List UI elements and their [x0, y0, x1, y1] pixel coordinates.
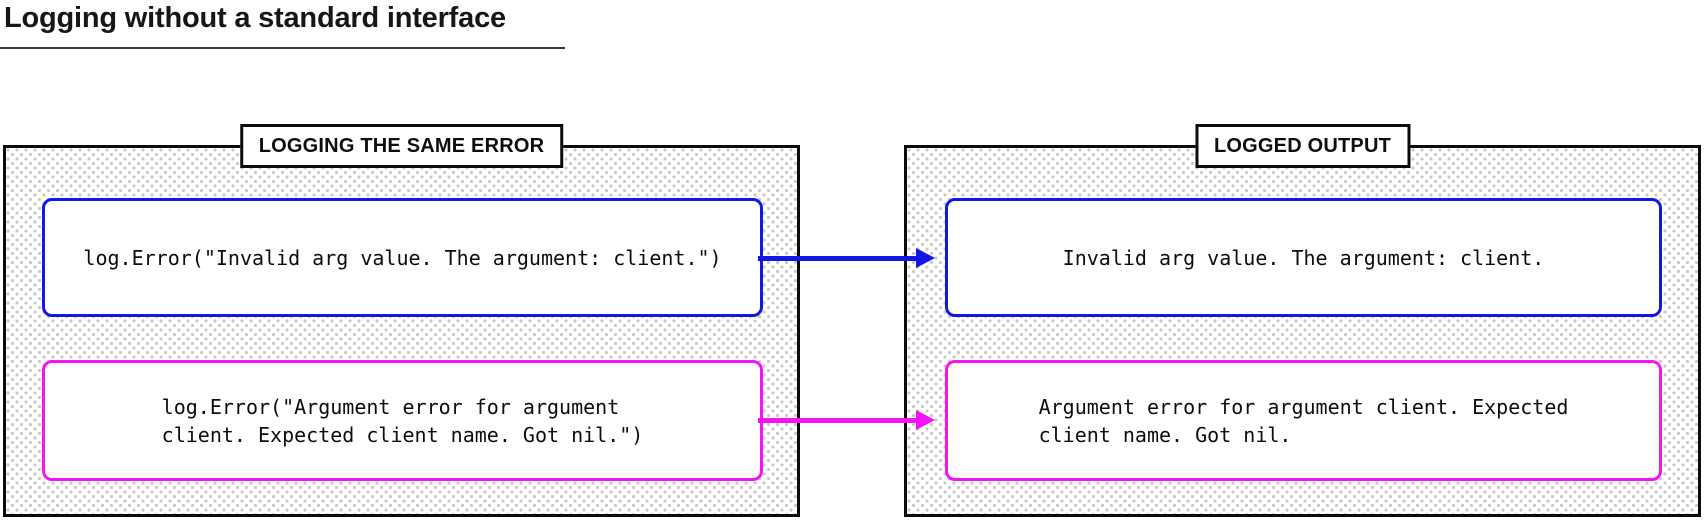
panel-left-title-badge: LOGGING THE SAME ERROR [239, 124, 564, 168]
output-text-invalid-arg: Invalid arg value. The argument: client. [1062, 245, 1545, 270]
output-box-invalid-arg: Invalid arg value. The argument: client. [945, 198, 1662, 317]
output-text-argument-error: Argument error for argument client. Expe… [1038, 394, 1569, 447]
blue-arrow-connector [758, 248, 935, 269]
code-box-invalid-arg: log.Error("Invalid arg value. The argume… [42, 198, 763, 317]
magenta-arrow-connector [758, 410, 935, 431]
panel-right-title-badge: LOGGED OUTPUT [1194, 124, 1411, 168]
arrow-right-icon [916, 410, 935, 430]
page-title: Logging without a standard interface [4, 2, 506, 34]
panel-logging-same-error: LOGGING THE SAME ERROR log.Error("Invali… [3, 124, 800, 517]
code-text-invalid-arg: log.Error("Invalid arg value. The argume… [83, 245, 722, 270]
code-text-argument-error: log.Error("Argument error for argument c… [161, 394, 644, 447]
panel-logged-output: LOGGED OUTPUT Invalid arg value. The arg… [904, 124, 1701, 517]
blue-arrow-shaft [758, 256, 918, 261]
output-box-argument-error: Argument error for argument client. Expe… [945, 360, 1662, 481]
magenta-arrow-shaft [758, 418, 918, 423]
title-underline [0, 47, 565, 49]
arrow-right-icon [916, 248, 935, 268]
code-box-argument-error: log.Error("Argument error for argument c… [42, 360, 763, 481]
